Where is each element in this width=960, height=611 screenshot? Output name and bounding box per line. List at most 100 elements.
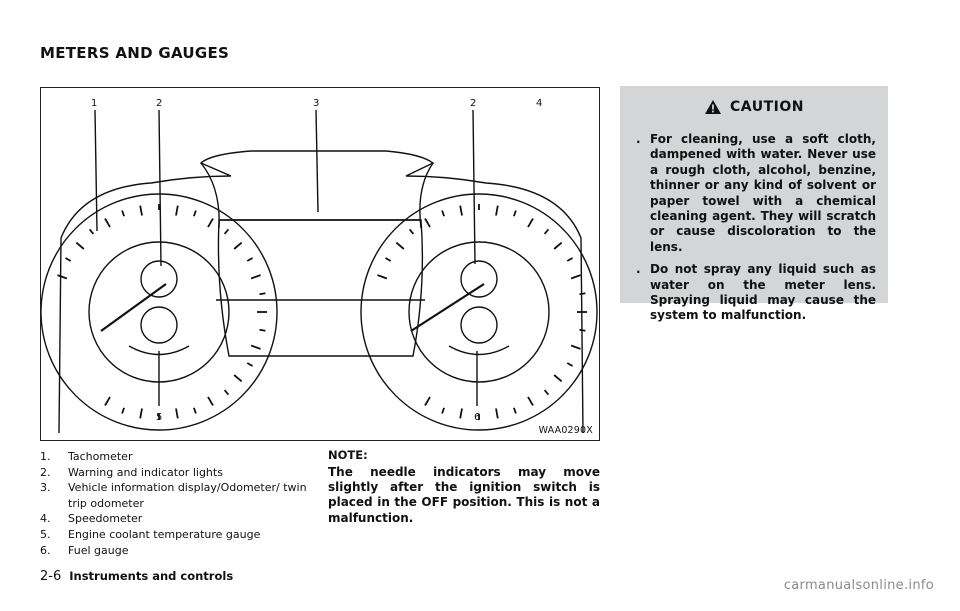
- gauge-tick: [75, 241, 85, 250]
- callout-label-3: 3: [313, 98, 319, 109]
- gauge-tick: [543, 228, 550, 235]
- gauge-tick: [553, 374, 563, 383]
- warning-triangle-icon: [705, 100, 722, 114]
- gauge-tick: [527, 218, 534, 228]
- note-heading: NOTE:: [328, 448, 368, 462]
- gauge-tick: [104, 218, 111, 228]
- gauge-tick: [579, 328, 586, 332]
- gauge-tick: [139, 205, 143, 216]
- legend-number: 4.: [40, 512, 51, 526]
- page-footer: 2-6 Instruments and controls: [40, 569, 233, 584]
- callout-label-1: 1: [91, 98, 97, 109]
- gauge-tick: [579, 292, 586, 296]
- legend-text: Speedometer: [68, 512, 143, 526]
- gauge-tick: [459, 408, 463, 419]
- gauge-tick: [121, 407, 125, 414]
- legend-text: Tachometer: [68, 450, 133, 463]
- gauge-tick: [566, 257, 573, 262]
- legend-item: 4. Speedometer: [40, 511, 310, 527]
- gauge-tick: [513, 407, 517, 414]
- legend-text: Fuel gauge: [68, 543, 129, 557]
- page-number: 2-6: [40, 569, 62, 584]
- gauge-tick: [395, 241, 405, 250]
- note-block: NOTE: The needle indicators may move sli…: [328, 448, 600, 526]
- gauge-tick: [193, 407, 197, 414]
- gauge-tick: [250, 344, 261, 350]
- gauge-tick: [377, 274, 388, 280]
- gauge-tick: [223, 228, 230, 235]
- gauge-tick: [233, 374, 243, 383]
- gauge-tick: [495, 408, 499, 419]
- caution-title: CAUTION: [730, 99, 804, 115]
- gauge-tick: [424, 396, 431, 406]
- callout-label-2a: 2: [156, 98, 162, 109]
- legend-number: 2.: [40, 465, 51, 479]
- legend-item: 2. Warning and indicator lights: [40, 465, 310, 481]
- gauge-tick-marks: [57, 204, 587, 420]
- gauge-tick: [408, 228, 415, 235]
- figure-legend: 1. Tachometer 2. Warning and indicator lig…: [40, 449, 310, 558]
- legend-number: 3.: [40, 481, 51, 495]
- footer-section: Instruments and controls: [69, 569, 234, 583]
- gauge-tick: [570, 344, 581, 350]
- legend-number: 6.: [40, 543, 51, 557]
- figure-code: WAA0290X: [538, 425, 593, 436]
- note-body: The needle indicators may move slightly …: [328, 465, 600, 525]
- caution-text: For cleaning, use a soft cloth, dampened…: [650, 132, 876, 254]
- gauge-tick: [513, 210, 517, 217]
- section-title: METERS AND GAUGES: [40, 44, 230, 62]
- gauge-tick: [495, 205, 499, 216]
- gauge-tick: [259, 328, 266, 332]
- gauge-tick: [566, 362, 573, 367]
- callout-label-6: 6: [474, 412, 480, 423]
- gauge-tick: [104, 396, 111, 406]
- instrument-cluster-figure: 1 2 3 2 4 5 6 WAA0290X: [40, 87, 600, 441]
- gauge-tick: [121, 210, 125, 217]
- callout-line-1: [94, 109, 98, 232]
- caution-text: Do not spray any liquid such as water on…: [650, 262, 876, 323]
- callout-label-4: 4: [536, 98, 542, 109]
- caution-bullet: .: [636, 262, 641, 277]
- caution-header: CAUTION: [620, 96, 888, 118]
- legend-number: 5.: [40, 527, 51, 541]
- legend-text: Engine coolant temperature gauge: [68, 527, 261, 541]
- legend-text: Warning and indicator lights: [68, 465, 223, 479]
- callout-label-2b: 2: [470, 98, 476, 109]
- gauge-tick: [259, 292, 266, 296]
- legend-number: 1.: [40, 450, 51, 463]
- gauge-tick: [246, 362, 253, 367]
- gauge-tick: [459, 205, 463, 216]
- callout-line-3: [315, 109, 319, 213]
- legend-item: 1. Tachometer: [40, 449, 310, 465]
- gauge-tick: [223, 389, 230, 396]
- caution-list: . For cleaning, use a soft cloth, dampene…: [620, 132, 888, 324]
- callout-line-2b: [472, 109, 476, 265]
- gauge-tick: [385, 257, 392, 262]
- gauge-tick: [193, 210, 197, 217]
- gauge-tick: [139, 408, 143, 419]
- legend-item: 5. Engine coolant temperature gauge: [40, 527, 310, 543]
- gauge-tick: [246, 257, 253, 262]
- gauge-tick: [250, 274, 261, 280]
- gauge-tick: [57, 274, 68, 280]
- gauge-tick: [207, 396, 214, 406]
- legend-text: Vehicle information display/Odometer/ tw…: [68, 481, 307, 510]
- callout-line-2a: [158, 109, 162, 267]
- gauge-tick: [233, 241, 243, 250]
- gauge-tick: [424, 218, 431, 228]
- gauge-tick: [441, 210, 445, 217]
- instrument-cluster-illustration: 1 2 3 2 4 5 6: [41, 98, 598, 434]
- gauge-tick: [65, 257, 72, 262]
- gauge-tick: [527, 396, 534, 406]
- callout-label-5: 5: [156, 412, 162, 423]
- gauge-tick: [207, 218, 214, 228]
- speedometer-gauge: [360, 193, 598, 431]
- caution-item: . For cleaning, use a soft cloth, dampene…: [620, 132, 888, 255]
- gauge-tick: [88, 228, 95, 235]
- gauge-tick: [441, 407, 445, 414]
- caution-bullet: .: [636, 132, 641, 146]
- gauge-tick: [175, 408, 179, 419]
- caution-item: . Do not spray any liquid such as water o…: [620, 262, 888, 324]
- caution-box: CAUTION . For cleaning, use a soft cloth,…: [620, 86, 888, 322]
- cluster-housing-outline: [58, 150, 584, 434]
